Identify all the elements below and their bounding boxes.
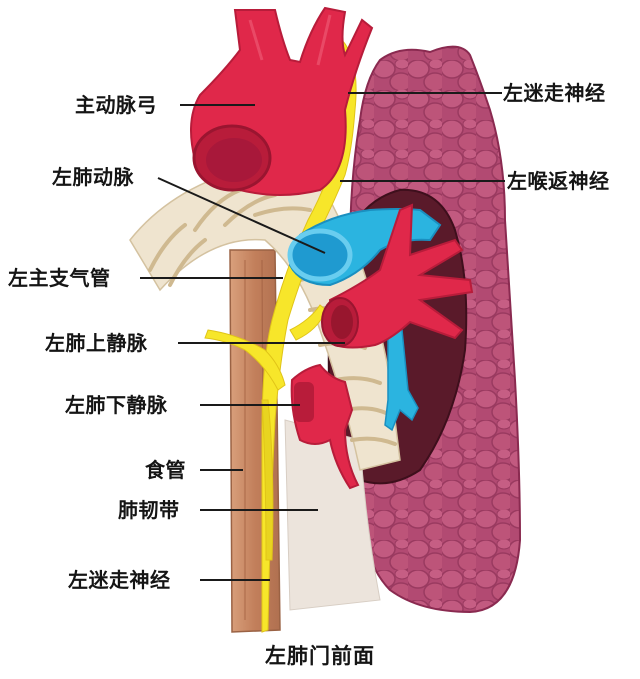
aortic-arch-shape	[190, 6, 374, 196]
superior-pulmonary-vein-shape	[321, 203, 474, 349]
label-left-pulmonary-artery: 左肺动脉	[52, 165, 134, 189]
inferior-pulmonary-vein-shape	[290, 363, 360, 490]
label-esophagus: 食管	[145, 458, 186, 482]
label-left-vagus-nerve-lower: 左迷走神经	[68, 568, 171, 592]
label-left-superior-pulmonary-vein: 左肺上静脉	[45, 331, 148, 355]
label-left-inferior-pulmonary-vein: 左肺下静脉	[65, 393, 168, 417]
label-left-recurrent-laryngeal-nerve: 左喉返神经	[507, 169, 610, 193]
label-left-vagus-nerve-upper: 左迷走神经	[503, 81, 606, 105]
leader-lines	[140, 92, 505, 581]
figure-caption: 左肺门前面	[265, 644, 375, 668]
label-left-main-bronchus: 左主支气管	[8, 266, 111, 290]
label-pulmonary-ligament: 肺韧带	[118, 498, 180, 522]
label-aortic-arch: 主动脉弓	[75, 93, 157, 117]
